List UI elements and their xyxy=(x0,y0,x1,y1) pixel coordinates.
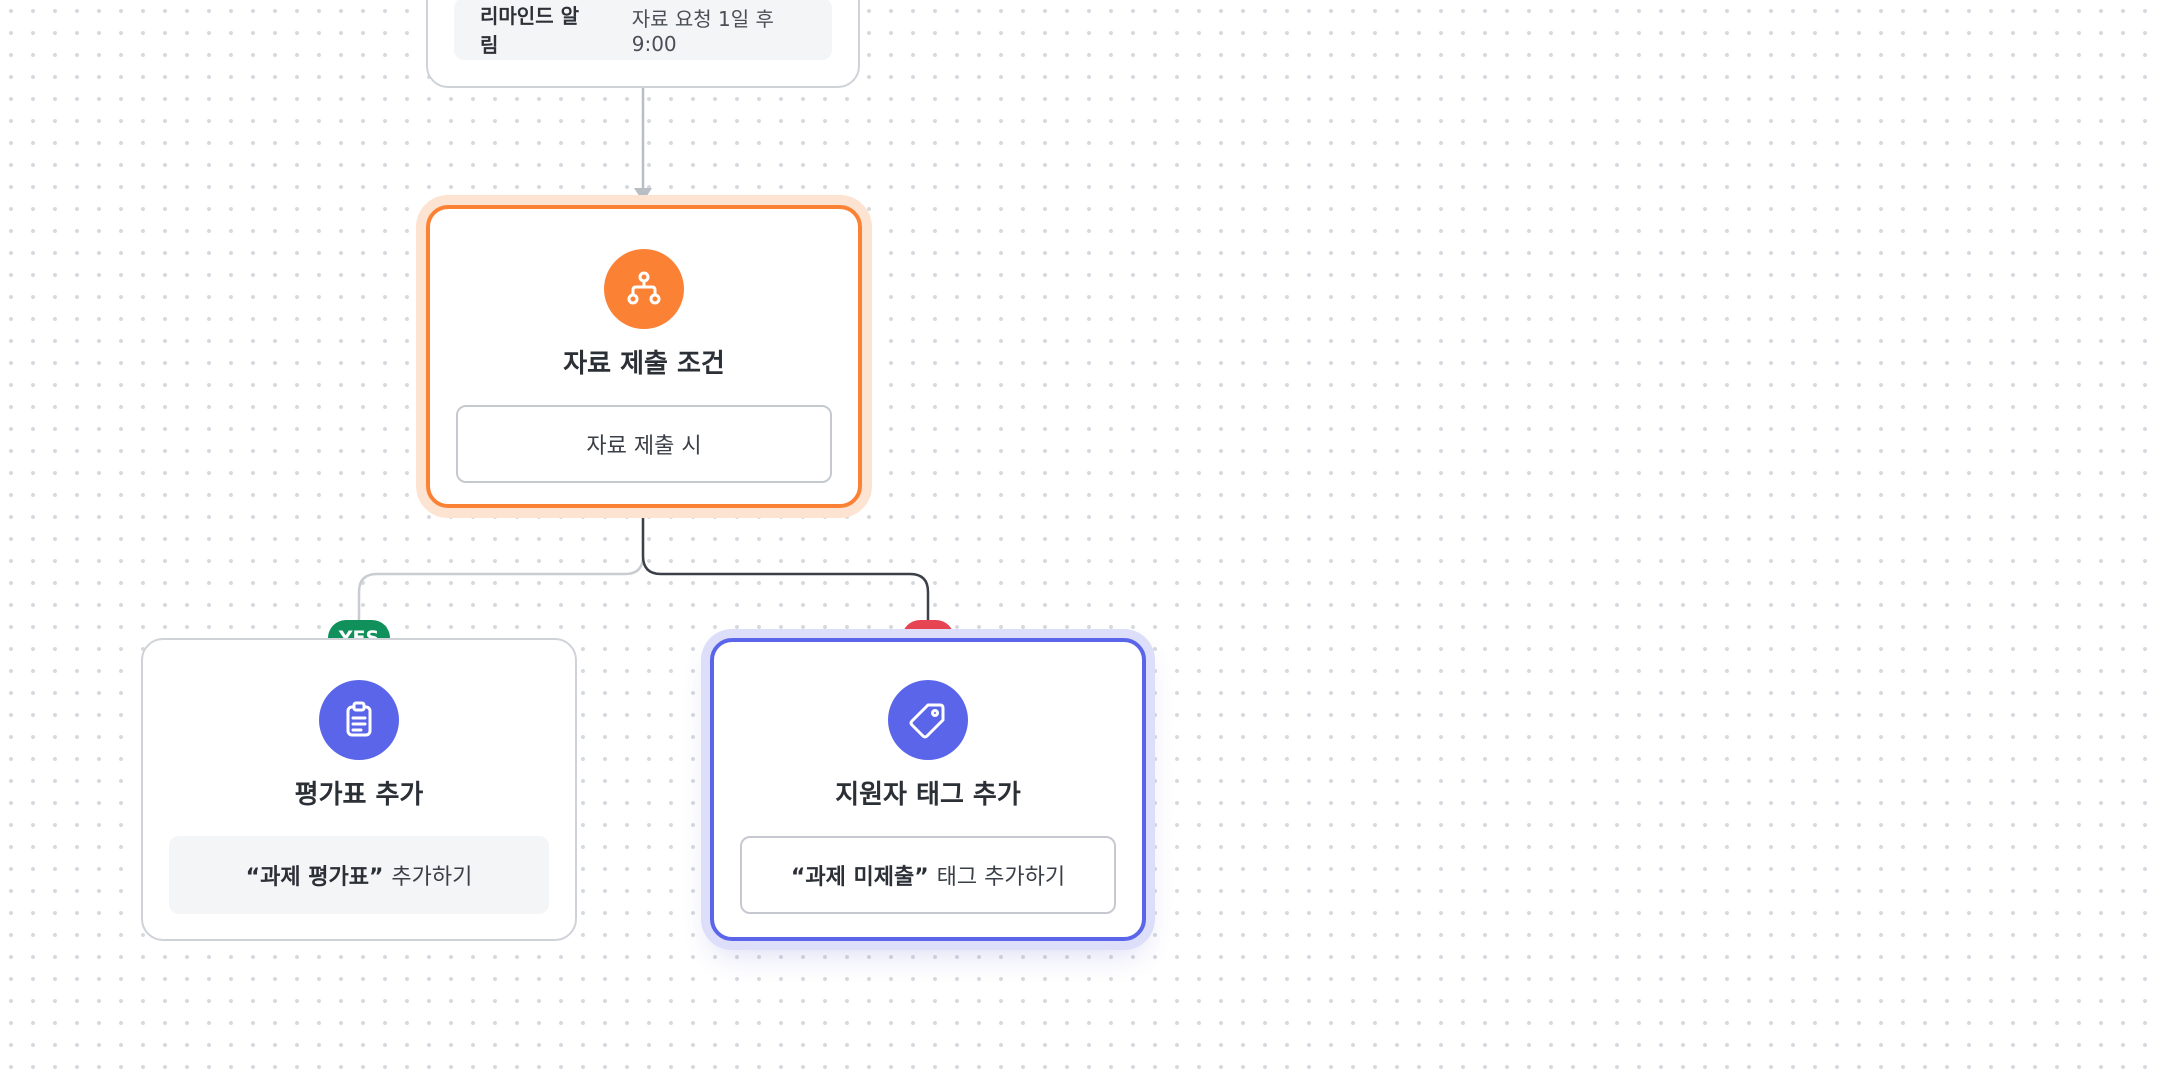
condition-node[interactable]: 자료 제출 조건 자료 제출 시 xyxy=(426,205,862,508)
condition-detail-text: 자료 제출 시 xyxy=(586,434,702,459)
no-branch-connector xyxy=(641,508,930,626)
yes-branch-detail-strong: “과제 평가표” xyxy=(245,865,384,890)
no-branch-title: 지원자 태그 추가 xyxy=(835,780,1021,810)
reminder-row: 리마인드 알림 자료 요청 1일 후 9:00 xyxy=(454,0,832,60)
yes-branch-title: 평가표 추가 xyxy=(294,780,424,810)
yes-branch-detail-rest: 추가하기 xyxy=(391,865,473,890)
no-branch-detail-rest: 태그 추가하기 xyxy=(936,865,1066,890)
no-branch-detail[interactable]: “과제 미제출” 태그 추가하기 xyxy=(740,836,1116,914)
yes-branch-node[interactable]: 평가표 추가 “과제 평가표” 추가하기 xyxy=(141,638,577,941)
no-branch-node[interactable]: 지원자 태그 추가 “과제 미제출” 태그 추가하기 xyxy=(710,638,1146,941)
condition-title: 자료 제출 조건 xyxy=(563,349,725,379)
reminder-value: 자료 요청 1일 후 9:00 xyxy=(631,6,774,56)
no-branch-detail-strong: “과제 미제출” xyxy=(790,865,929,890)
branch-icon xyxy=(604,249,684,329)
arrowhead-icon xyxy=(634,188,652,202)
yes-branch-connector xyxy=(357,508,645,626)
reminder-label: 리마인드 알림 xyxy=(480,4,579,57)
tag-icon xyxy=(888,680,968,760)
yes-branch-detail[interactable]: “과제 평가표” 추가하기 xyxy=(169,836,549,914)
clipboard-icon xyxy=(319,680,399,760)
reminder-node[interactable]: 리마인드 알림 자료 요청 1일 후 9:00 xyxy=(426,0,860,88)
condition-detail[interactable]: 자료 제출 시 xyxy=(456,405,832,483)
